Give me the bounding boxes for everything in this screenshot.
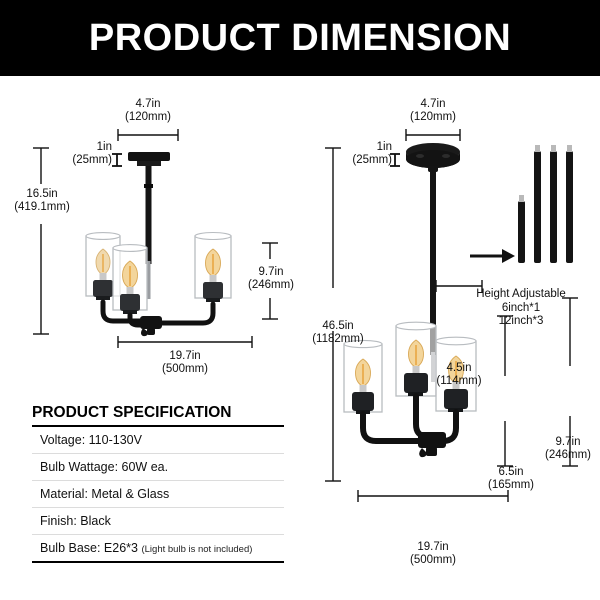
rod-12inch-2 <box>550 151 557 263</box>
rod-12inch-1 <box>534 151 541 263</box>
spec-text: Bulb Base: E26*3 <box>40 541 138 555</box>
rod-12inch-3 <box>566 151 573 263</box>
right-shade-width-label: 4.5in (114mm) <box>436 362 482 387</box>
left-shade-height-label: 9.7in (246mm) <box>247 266 294 291</box>
product-specification-table: PRODUCT SPECIFICATION Voltage: 110-130V … <box>32 404 284 563</box>
right-total-width-label: 19.7in (500mm) <box>409 541 456 566</box>
bulb-icon <box>122 260 138 294</box>
rod-6inch <box>518 195 525 263</box>
right-fixture-svg <box>325 129 578 502</box>
page-title: PRODUCT DIMENSION <box>88 16 512 59</box>
shade-back-left <box>343 339 383 414</box>
bulb-icon <box>448 355 464 389</box>
left-canopy-height-label: 1in (25mm) <box>72 141 112 166</box>
bulb-icon <box>205 248 221 282</box>
spec-text: Finish: Black <box>40 514 111 528</box>
extension-rods <box>518 145 573 263</box>
canopy-height-marker-right <box>390 153 400 167</box>
left-fixture-body <box>85 152 232 337</box>
spec-row-material: Material: Metal & Glass <box>32 481 284 508</box>
right-dimension-lines <box>325 129 578 502</box>
callout-line-1: 6inch*1 <box>501 301 541 314</box>
spec-title: PRODUCT SPECIFICATION <box>32 404 284 427</box>
left-fixture-diagram <box>0 76 300 376</box>
left-fixture-svg <box>33 129 278 348</box>
bulb-icon <box>355 358 371 392</box>
shade-front-center <box>112 244 148 314</box>
right-fixture-body <box>343 143 477 458</box>
right-body-height-label: 6.5in (165mm) <box>487 466 534 491</box>
left-canopy-width-label: 4.7in (120mm) <box>124 98 171 123</box>
right-total-height-label: 46.5in (1182mm) <box>312 320 364 345</box>
spec-row-finish: Finish: Black <box>32 508 284 535</box>
shade-right <box>194 231 232 302</box>
right-fixture-diagram <box>300 76 600 576</box>
canopy-height-marker-left <box>112 153 122 167</box>
rods-pointer-arrow <box>470 249 515 263</box>
spec-text: Material: Metal & Glass <box>40 487 170 501</box>
left-total-width-label: 19.7in (500mm) <box>161 350 208 375</box>
spec-note: (Light bulb is not included) <box>141 544 253 555</box>
height-adjustable-callout: Height Adjustable 6inch*1 12inch*3 <box>451 288 591 329</box>
callout-line-2: 12inch*3 <box>498 315 544 327</box>
header-banner: PRODUCT DIMENSION <box>0 0 600 76</box>
right-canopy-width-label: 4.7in (120mm) <box>409 98 456 123</box>
right-canopy-height-label: 1in (25mm) <box>352 141 392 166</box>
spec-row-voltage: Voltage: 110-130V <box>32 427 284 454</box>
spec-row-wattage: Bulb Wattage: 60W ea. <box>32 454 284 481</box>
spec-text: Bulb Wattage: 60W ea. <box>40 460 169 474</box>
bulb-icon <box>95 248 111 280</box>
left-total-height-label: 16.5in (419.1mm) <box>14 188 70 213</box>
callout-title: Height Adjustable <box>476 288 566 300</box>
right-shade-height-label: 9.7in (246mm) <box>544 436 591 461</box>
spec-text: Voltage: 110-130V <box>40 433 142 447</box>
bulb-icon <box>408 339 424 373</box>
left-dimension-lines <box>33 129 278 348</box>
spec-row-bulb-base: Bulb Base: E26*3 (Light bulb is not incl… <box>32 535 284 563</box>
